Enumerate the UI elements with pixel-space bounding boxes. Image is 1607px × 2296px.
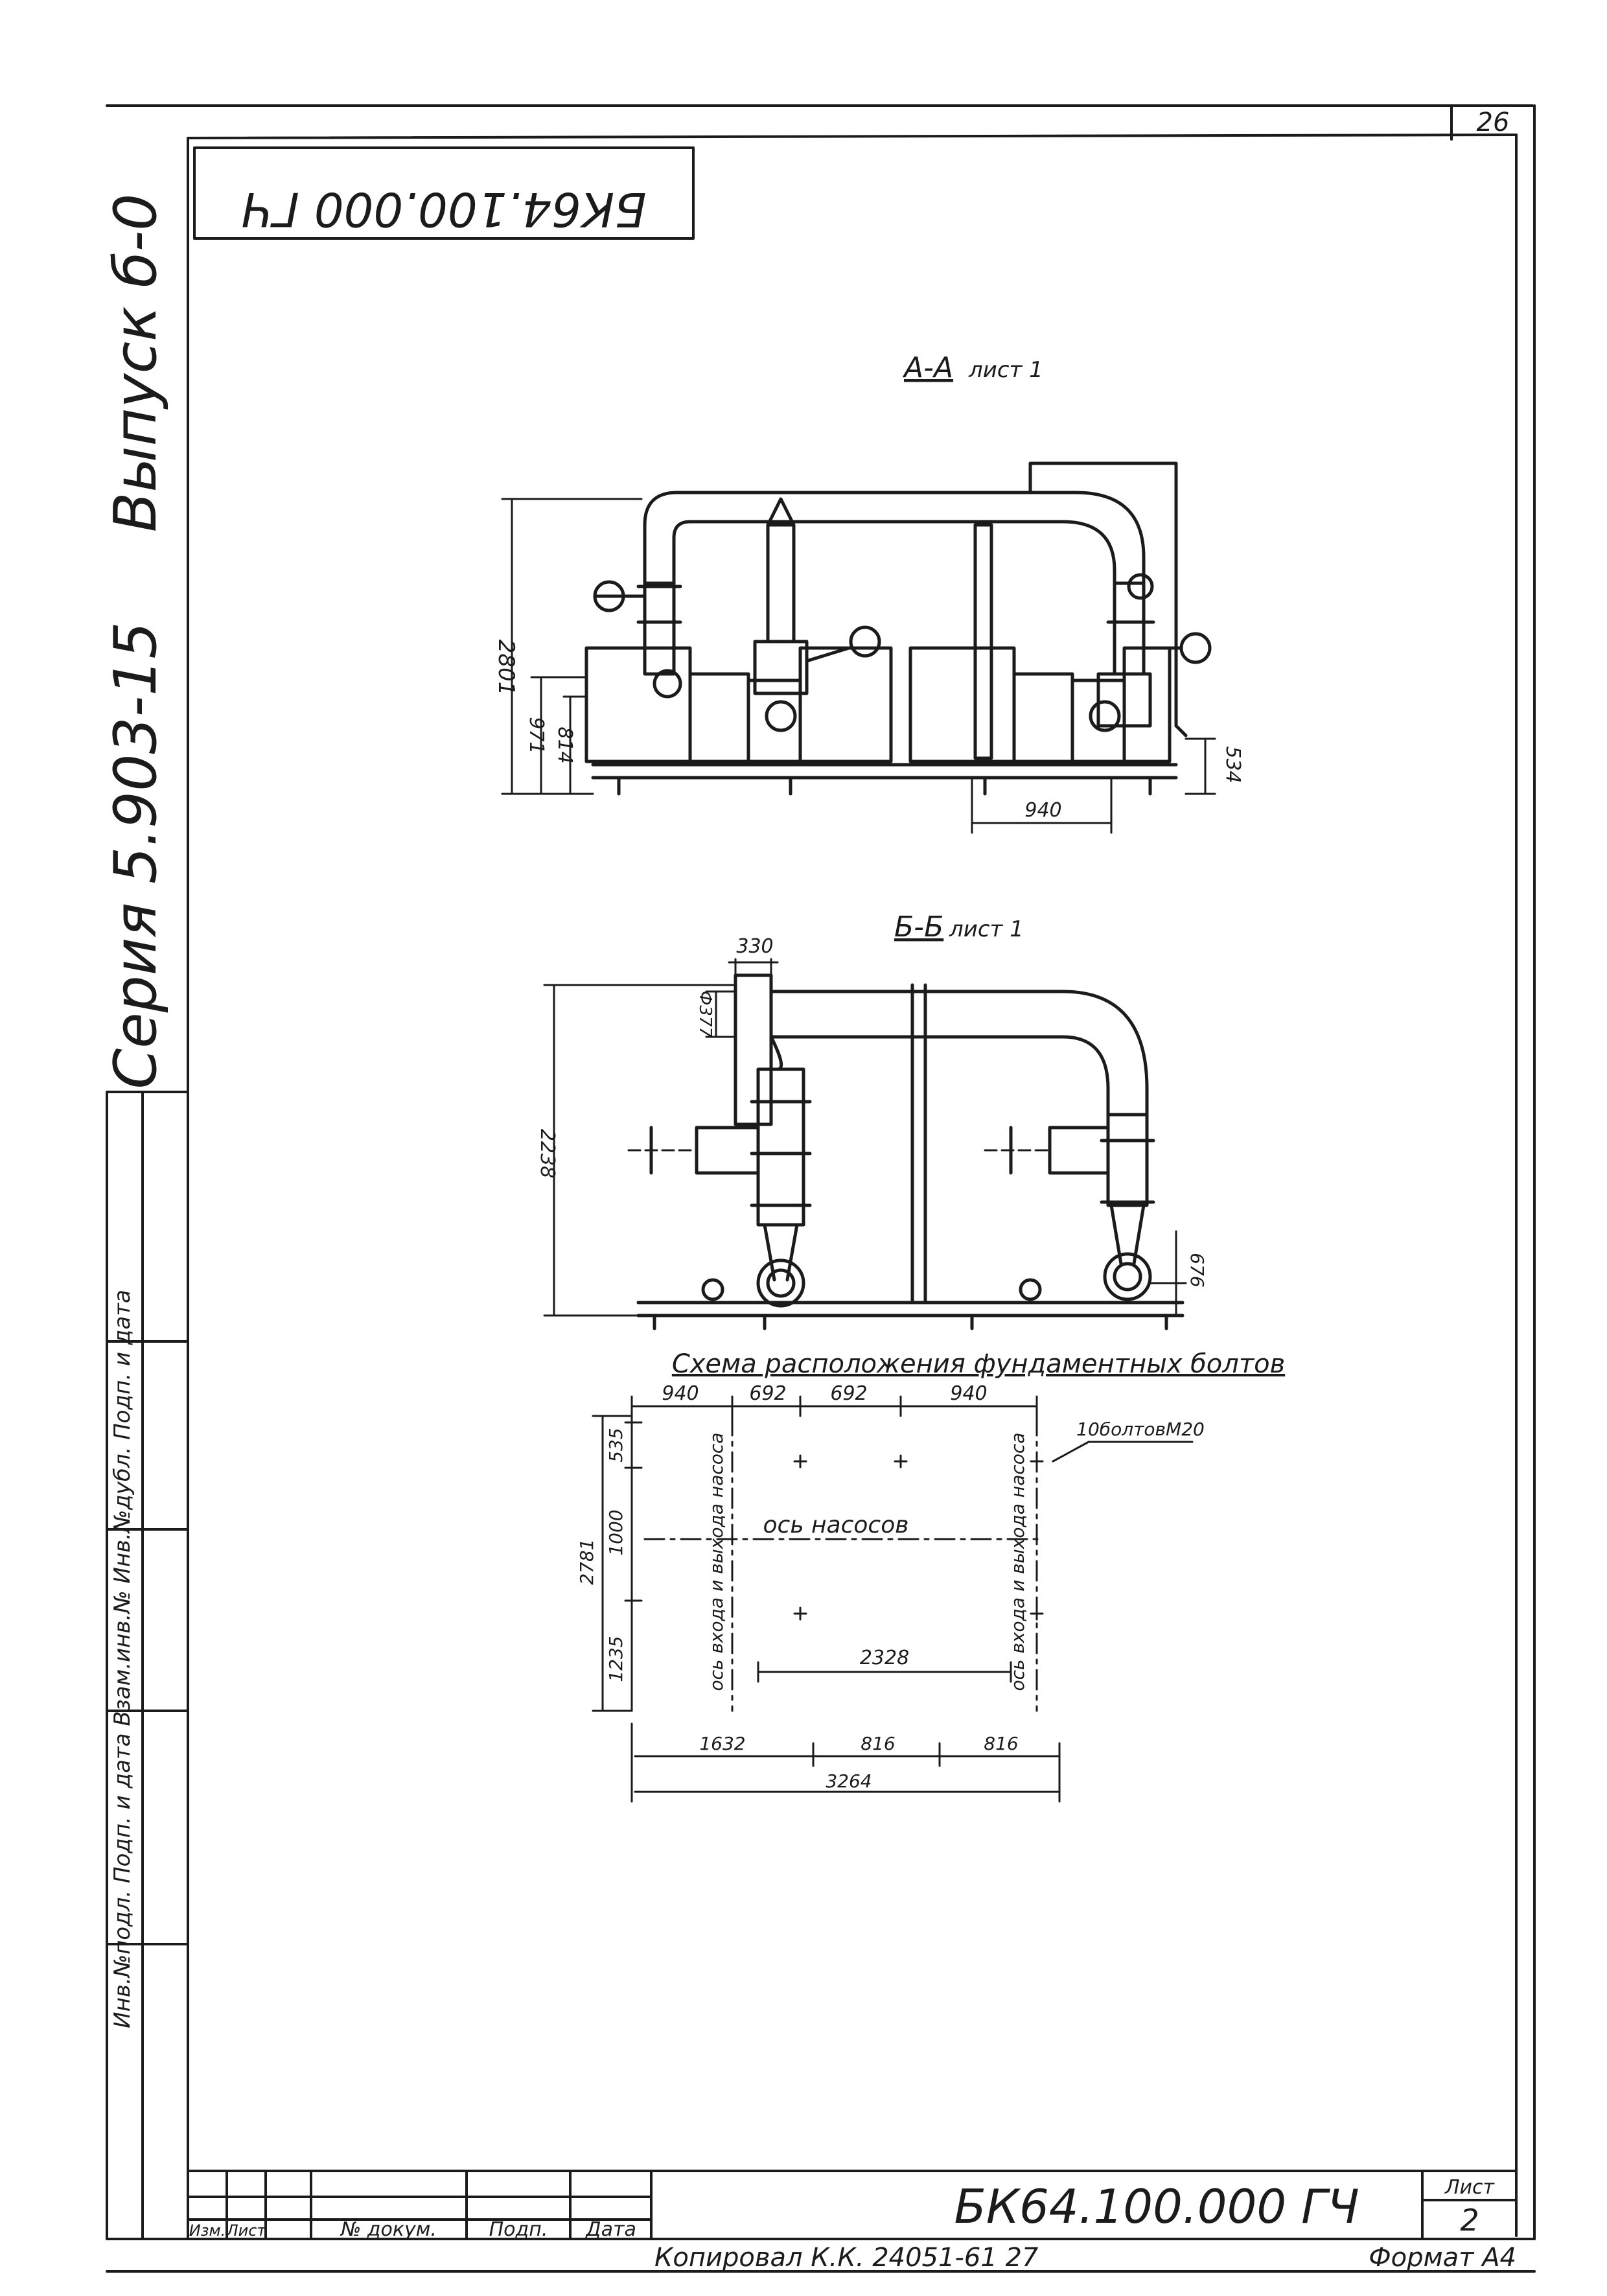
title-block bbox=[187, 2170, 1518, 2240]
dim-377: Ф377 bbox=[695, 991, 715, 1038]
bottom-dim-1632: 1632 bbox=[699, 1733, 745, 1754]
top-dim-1: 940 bbox=[662, 1382, 699, 1405]
col-label-sheet: Лист bbox=[226, 2221, 267, 2240]
view-b-title: Б-Б bbox=[894, 910, 943, 944]
issue-label: Выпуск б-0 bbox=[102, 194, 170, 533]
bolts-label: 10болтовМ20 bbox=[1076, 1419, 1205, 1440]
col-label-change: Изм. bbox=[189, 2221, 225, 2240]
inner-dim-2328: 2328 bbox=[860, 1647, 909, 1669]
copy-note: Копировал К.К. 24051-61 27 bbox=[654, 2243, 1039, 2273]
outlet-axis-label: ось входа и выхода насоса bbox=[1007, 1433, 1028, 1691]
top-dim-4: 940 bbox=[950, 1382, 987, 1405]
scheme-title: Схема расположения фундаментных болтов bbox=[672, 1349, 1285, 1379]
top-dim-3: 692 bbox=[830, 1382, 867, 1405]
view-a-a: А-А лист 1 bbox=[493, 351, 1244, 834]
inlet-axis-label: ось входа и выхода насоса bbox=[706, 1433, 727, 1691]
stamp-column-labels: Инв.№подл. Подп. и дата Взам.инв.№ Инв.№… bbox=[110, 1290, 135, 2028]
bottom-dim-816b: 816 bbox=[984, 1733, 1018, 1754]
left-dim-2781: 2781 bbox=[576, 1538, 597, 1584]
dim-814: 814 bbox=[553, 726, 576, 763]
left-dim-1000: 1000 bbox=[605, 1509, 627, 1555]
top-dim-2: 692 bbox=[749, 1382, 786, 1405]
format-label: Формат А4 bbox=[1369, 2243, 1516, 2273]
view-a-subtitle: лист 1 bbox=[968, 357, 1043, 383]
dim-330: 330 bbox=[736, 935, 773, 958]
col-label-date: Дата bbox=[584, 2218, 636, 2241]
dim-676: 676 bbox=[1186, 1253, 1208, 1287]
pump-axis-label: ось насосов bbox=[763, 1512, 909, 1538]
bottom-dim-816a: 816 bbox=[861, 1733, 895, 1754]
left-dim-535: 535 bbox=[605, 1428, 627, 1462]
view-a-title: А-А bbox=[902, 351, 953, 384]
dim-971: 971 bbox=[525, 717, 548, 754]
sheet-label: Лист bbox=[1444, 2176, 1496, 2199]
col-label-sign: Подп. bbox=[489, 2218, 548, 2241]
bottom-dim-3264: 3264 bbox=[826, 1770, 872, 1792]
sheet-number: 2 bbox=[1460, 2203, 1479, 2238]
title-drawing-code: БК64.100.000 ГЧ bbox=[954, 2179, 1359, 2234]
left-dim-1235: 1235 bbox=[605, 1636, 627, 1682]
col-label-doc: № докум. bbox=[340, 2218, 437, 2241]
series-label: Серия 5.903-15 bbox=[102, 621, 170, 1089]
page-number: 26 bbox=[1477, 108, 1510, 137]
dim-2801: 2801 bbox=[493, 640, 519, 696]
dim-2238: 2238 bbox=[536, 1129, 559, 1178]
sheet-frame bbox=[106, 104, 1536, 2273]
dim-940: 940 bbox=[1024, 799, 1061, 822]
view-b-subtitle: лист 1 bbox=[949, 916, 1024, 942]
view-b-b: Б-Б лист 1 bbox=[536, 910, 1208, 1330]
bolt-scheme: Схема расположения фундаментных болтов bbox=[576, 1349, 1285, 1803]
inverted-drawing-code: БК64.100.000 ГЧ bbox=[241, 182, 646, 237]
dim-534: 534 bbox=[1221, 746, 1244, 783]
